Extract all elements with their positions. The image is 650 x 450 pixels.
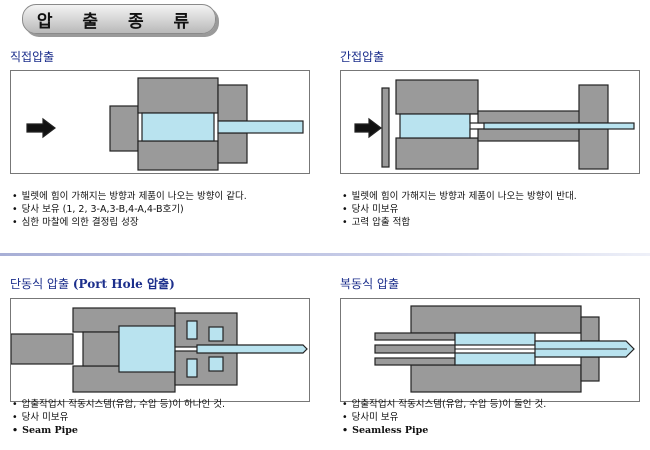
ram-arrow-icon	[26, 117, 56, 139]
section-title-indirect: 간접압출	[340, 50, 385, 64]
note: 심한 마찰에 의한 결정립 성장	[12, 216, 247, 229]
ram-head	[82, 331, 120, 367]
notes-double-action: 압출작업시 작동시스템(유압, 수압 등)이 둘인 것. 당사미 보유 Seam…	[342, 398, 547, 437]
die-bottom	[217, 132, 248, 164]
container-top	[410, 305, 582, 334]
section-title-double-action: 복동식 압출	[340, 277, 400, 291]
die-bottom	[174, 350, 238, 386]
diagram-double-action-extrusion	[340, 298, 640, 402]
welding-chamber-top	[208, 326, 224, 342]
section-divider	[0, 253, 650, 256]
container-top	[395, 79, 479, 115]
note: 압출작업시 작동시스템(유압, 수압 등)이 둘인 것.	[342, 398, 547, 411]
mandrel	[374, 344, 456, 354]
note: Seamless Pipe	[342, 424, 546, 437]
extruded-product	[483, 122, 635, 130]
billet	[141, 112, 215, 142]
notes-single-action: 압출작업시 작동시스템(유압, 수압 등)이 하나인 것. 당사 미보유 Sea…	[12, 398, 225, 437]
billet	[118, 325, 176, 373]
diagram-direct-extrusion	[10, 70, 310, 174]
billet-top	[454, 332, 536, 346]
billet-bottom	[454, 352, 536, 366]
note: 빌렛에 힘이 가해지는 방향과 제품이 나오는 방향이 반대.	[342, 190, 577, 203]
container-bottom	[137, 140, 219, 171]
note: 빌렛에 힘이 가해지는 방향과 제품이 나오는 방향이 같다.	[12, 190, 247, 203]
container-top	[137, 77, 219, 114]
die-top	[580, 316, 600, 342]
container-bottom	[410, 364, 582, 393]
note: 압출작업시 작동시스템(유압, 수압 등)이 하나인 것.	[12, 398, 225, 411]
notes-direct: 빌렛에 힘이 가해지는 방향과 제품이 나오는 방향이 같다. 당사 보유 (1…	[12, 190, 247, 229]
die-top	[174, 312, 238, 348]
container-bottom	[395, 137, 479, 170]
note: Seam Pipe	[12, 424, 225, 437]
port-hole-top	[186, 320, 198, 340]
note: 당사 보유 (1, 2, 3-A,3-B,4-A,4-B호기)	[12, 203, 247, 216]
diagram-single-action-extrusion	[10, 298, 310, 402]
ram	[11, 333, 74, 365]
welding-chamber-bottom	[208, 356, 224, 372]
notes-indirect: 빌렛에 힘이 가해지는 방향과 제품이 나오는 방향이 반대. 당사 미보유 고…	[342, 190, 577, 229]
note: 당사 미보유	[342, 203, 577, 216]
hollow-stem-flange-top	[578, 84, 609, 124]
section-title-subtext: (Port Hole 압출)	[72, 277, 175, 291]
billet	[399, 113, 471, 139]
ram	[109, 105, 139, 152]
page-title: 압 출 종 류	[22, 4, 216, 34]
container-plate	[381, 87, 390, 168]
ram-top	[374, 332, 456, 341]
section-title-text: 단동식 압출	[10, 277, 70, 291]
stem-top	[477, 110, 594, 124]
note: 고력 압출 적합	[342, 216, 577, 229]
section-title-direct: 직접압출	[10, 50, 55, 64]
port-hole-bottom	[186, 358, 198, 378]
die-top	[217, 84, 248, 122]
stem-bottom	[477, 128, 594, 142]
hollow-stem-flange-bottom	[578, 128, 609, 170]
note: 당사 미보유	[12, 411, 225, 424]
extruded-pipe	[196, 344, 308, 354]
force-arrow-icon	[354, 117, 382, 139]
die-bottom	[580, 356, 600, 382]
extruded-product	[217, 120, 304, 134]
section-title-single-action: 단동식 압출 (Port Hole 압출)	[10, 275, 175, 292]
diagram-indirect-extrusion	[340, 70, 640, 174]
note: 당사미 보유	[342, 411, 546, 424]
ram-bottom	[374, 357, 456, 366]
